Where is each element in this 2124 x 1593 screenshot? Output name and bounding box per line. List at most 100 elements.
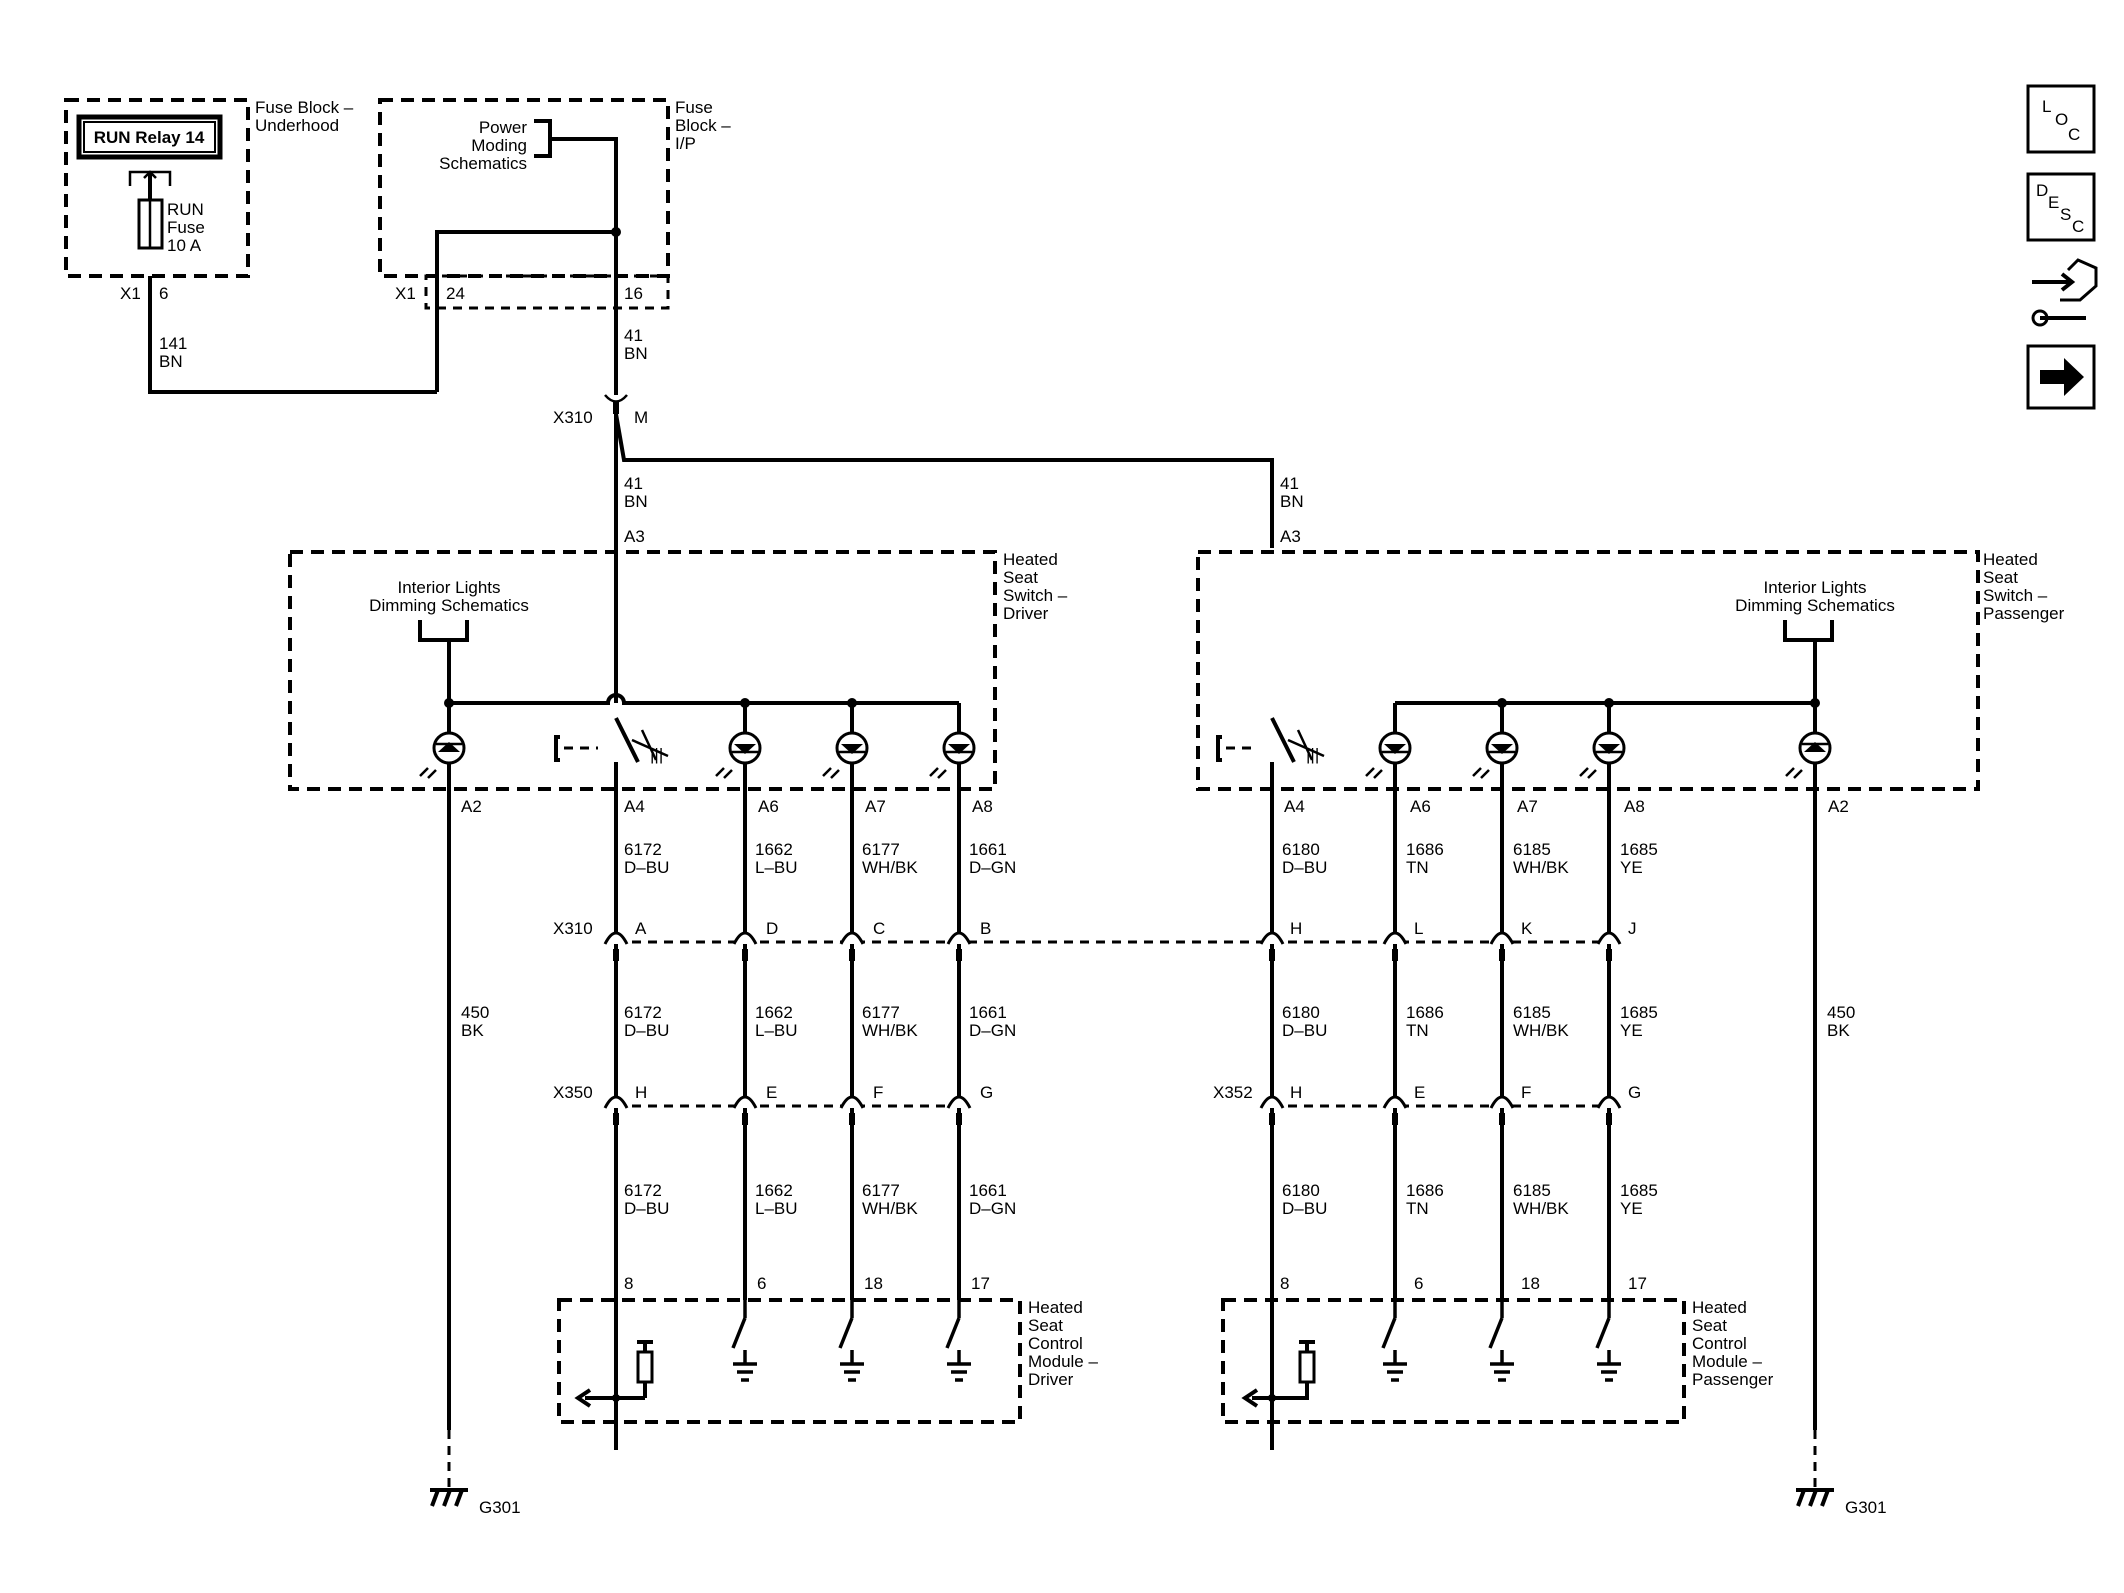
svg-text:6180: 6180 <box>1282 1181 1320 1200</box>
svg-text:WH/BK: WH/BK <box>1513 1021 1569 1040</box>
svg-text:RUN: RUN <box>167 200 204 219</box>
svg-text:1686: 1686 <box>1406 1003 1444 1022</box>
connector-socket <box>732 931 758 945</box>
connector-socket <box>946 931 972 945</box>
svg-text:D: D <box>2036 181 2048 200</box>
svg-text:A6: A6 <box>758 797 779 816</box>
svg-text:1686: 1686 <box>1406 840 1444 859</box>
led-passenger-a8 <box>1579 731 1626 779</box>
svg-text:Driver: Driver <box>1028 1370 1074 1389</box>
run-relay <box>76 114 223 160</box>
svg-text:WH/BK: WH/BK <box>1513 1199 1569 1218</box>
pin-6-label: 6 <box>159 284 168 303</box>
svg-text:G301: G301 <box>479 1498 521 1517</box>
module-low-side-switch <box>731 1300 757 1382</box>
svg-text:6: 6 <box>757 1274 766 1293</box>
svg-text:Seat: Seat <box>1983 568 2018 587</box>
svg-text:6180: 6180 <box>1282 840 1320 859</box>
svg-text:1686: 1686 <box>1406 1181 1444 1200</box>
svg-text:B: B <box>980 919 991 938</box>
svg-text:BN: BN <box>624 492 648 511</box>
svg-text:WH/BK: WH/BK <box>862 1021 918 1040</box>
svg-text:24: 24 <box>446 284 465 303</box>
svg-text:X1: X1 <box>395 284 416 303</box>
connector-pin <box>1606 1113 1612 1125</box>
connector-socket <box>1596 1095 1622 1109</box>
ground-g301-right: G301 <box>1796 1488 1887 1517</box>
connector-repair-icon[interactable] <box>2031 258 2098 327</box>
svg-text:YE: YE <box>1620 1021 1643 1040</box>
svg-text:F: F <box>1521 1083 1531 1102</box>
heated-seat-switch-passenger: A3 Heated Seat Switch – Passenger Interi… <box>1196 527 2065 1450</box>
connector-pin <box>613 949 619 961</box>
svg-text:8: 8 <box>1280 1274 1289 1293</box>
svg-text:X352: X352 <box>1213 1083 1253 1102</box>
svg-text:G301: G301 <box>1845 1498 1887 1517</box>
x350-connector-row: X350 H E F G <box>553 1083 993 1108</box>
svg-text:TN: TN <box>1406 858 1429 877</box>
svg-text:A2: A2 <box>1828 797 1849 816</box>
module-low-side-switch <box>1381 1300 1407 1382</box>
connector-pin <box>742 949 748 961</box>
fuse-block-underhood: Fuse Block – Underhood RUN Relay 14 RUN … <box>64 98 354 303</box>
svg-text:6180: 6180 <box>1282 1003 1320 1022</box>
svg-text:X310: X310 <box>553 919 593 938</box>
svg-text:Dimming Schematics: Dimming Schematics <box>369 596 529 615</box>
svg-text:Heated: Heated <box>1983 550 2038 569</box>
led-passenger-a2 <box>1785 731 1832 779</box>
svg-text:Heated: Heated <box>1028 1298 1083 1317</box>
svg-text:Heated: Heated <box>1003 550 1058 569</box>
svg-text:G: G <box>1628 1083 1641 1102</box>
svg-text:L–BU: L–BU <box>755 858 798 877</box>
led-driver-a2 <box>419 731 466 779</box>
svg-text:WH/BK: WH/BK <box>1513 858 1569 877</box>
connector-pin <box>849 949 855 961</box>
fuse-block-ip: Fuse Block – I/P Power Moding Schematics… <box>378 98 731 392</box>
led-driver-a7 <box>822 731 869 779</box>
svg-text:A7: A7 <box>1517 797 1538 816</box>
connector-pin <box>1606 949 1612 961</box>
connector-socket <box>839 931 865 945</box>
ground-g301-left: G301 <box>430 1488 521 1517</box>
svg-text:Seat: Seat <box>1003 568 1038 587</box>
module-switches <box>731 1300 1621 1382</box>
loc-icon[interactable]: L O C <box>2026 84 2096 154</box>
svg-text:L–BU: L–BU <box>755 1199 798 1218</box>
svg-text:17: 17 <box>1628 1274 1647 1293</box>
svg-text:D–BU: D–BU <box>1282 858 1327 877</box>
connector-socket <box>603 931 629 945</box>
svg-text:Underhood: Underhood <box>255 116 339 135</box>
svg-text:6185: 6185 <box>1513 840 1551 859</box>
connector-pin <box>1269 949 1275 961</box>
svg-text:D–BU: D–BU <box>1282 1021 1327 1040</box>
led-driver-a8 <box>929 731 976 779</box>
connector-socket <box>732 1095 758 1109</box>
svg-text:10 A: 10 A <box>167 236 202 255</box>
next-arrow-icon[interactable] <box>2026 344 2096 410</box>
svg-text:BN: BN <box>624 344 648 363</box>
relay-label: RUN Relay 14 <box>94 128 205 147</box>
svg-text:D: D <box>766 919 778 938</box>
svg-text:E: E <box>1414 1083 1425 1102</box>
svg-text:450: 450 <box>461 1003 489 1022</box>
svg-text:M: M <box>634 408 648 427</box>
svg-text:6: 6 <box>1414 1274 1423 1293</box>
desc-icon[interactable]: D E S C <box>2026 172 2096 242</box>
svg-text:C: C <box>873 919 885 938</box>
x310-connector-row: X310 A D C B H L K J <box>553 919 1637 944</box>
svg-text:6172: 6172 <box>624 840 662 859</box>
module-low-side-switch <box>838 1300 864 1382</box>
led-passenger-a6 <box>1365 731 1412 779</box>
svg-text:D–BU: D–BU <box>624 1021 669 1040</box>
svg-text:A8: A8 <box>972 797 993 816</box>
svg-text:|||: ||| <box>650 745 663 764</box>
svg-text:A3: A3 <box>1280 527 1301 546</box>
svg-text:41: 41 <box>624 474 643 493</box>
svg-text:17: 17 <box>971 1274 990 1293</box>
svg-text:Heated: Heated <box>1692 1298 1747 1317</box>
connector-socket <box>1382 931 1408 945</box>
svg-text:6172: 6172 <box>624 1181 662 1200</box>
svg-text:1685: 1685 <box>1620 1181 1658 1200</box>
svg-text:Module –: Module – <box>1028 1352 1098 1371</box>
svg-text:1661: 1661 <box>969 1003 1007 1022</box>
